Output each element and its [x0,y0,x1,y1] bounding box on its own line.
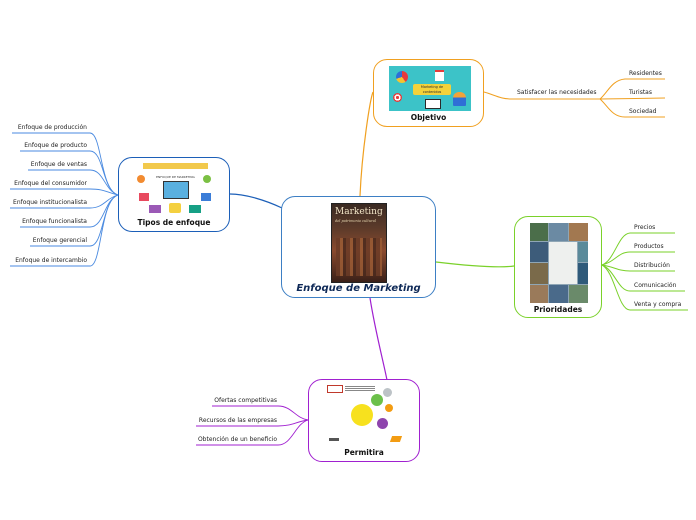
collage-tile-10 [569,285,588,303]
prioridades-child-venta: Venta y compra [634,301,681,309]
diagram-center-bubble [351,404,373,426]
collage-text-panel [549,242,577,284]
book-cover-subtitle: del patrimonio cultural [335,219,376,223]
link-tipos-4 [10,189,118,195]
calendar-icon [435,70,444,81]
link-central-prioridades [436,262,514,267]
prioridades-child-productos: Productos [634,243,664,251]
permitira-diagram-image [325,384,405,446]
tipos-child-8: Enfoque de intercambio [15,257,87,265]
marketing-contenidos-image: Marketing de contenidos [389,66,471,111]
tipos-child-4: Enfoque del consumidor [14,180,87,188]
permitira-child-1: Ofertas competitivas [214,397,277,405]
collage-tile-2 [549,223,568,241]
prioridades-child-distribucion: Distribución [634,262,670,270]
tipos-node[interactable]: ENFOQUE DE MARKETING Tipos de enfoque [118,157,230,232]
objetivo-child-residentes: Residentes [629,70,662,78]
infographic-icon-c [139,193,149,201]
infographic-header-text: ENFOQUE DE MARKETING [156,175,195,179]
collage-tile-9 [549,285,568,303]
prioridades-child-precios: Precios [634,224,655,232]
prioridades-child-comunicacion: Comunicación [634,282,676,290]
diagram-bubble-orange [385,404,393,412]
laptop-icon [425,99,441,109]
book-cover-title: Marketing [335,207,383,217]
objetivo-node[interactable]: Marketing de contenidos Objetivo [373,59,484,127]
diagram-bubble-gray [383,388,392,397]
infographic-icon-f [189,205,201,213]
people-icon [453,92,466,106]
diagram-footer-mark [390,436,402,442]
link-objetivo-branch [484,92,512,99]
infographic-icon-d [201,193,211,201]
infographic-header: ENFOQUE DE MARKETING [143,163,208,169]
contenidos-banner: Marketing de contenidos [413,84,451,95]
link-central-permitira [370,298,387,380]
book-cover-art [336,238,382,276]
objetivo-branch-label: Satisfacer las necesidades [517,89,597,97]
link-central-objetivo [360,92,373,196]
link-central-tipos [230,194,282,208]
pie-chart-icon [396,71,408,83]
prioridades-node[interactable]: Prioridades [514,216,602,318]
tipos-child-6: Enfoque funcionalista [22,218,87,226]
collage-tile-5 [578,242,588,262]
central-title: Enfoque de Marketing [282,283,435,294]
infographic-icon-a [137,175,145,183]
tipos-child-2: Enfoque de producto [24,142,87,150]
collage-tile-3 [569,223,588,241]
diagram-footer-text [329,438,339,441]
infographic-icon-b [203,175,211,183]
target-icon [393,93,402,102]
permitira-child-2: Recursos de las empresas [199,417,277,425]
infographic-icon-e [149,205,161,213]
tipos-child-7: Enfoque gerencial [33,237,87,245]
collage-tile-6 [530,263,548,284]
objetivo-child-turistas: Turistas [629,89,652,97]
objetivo-child-sociedad: Sociedad [629,108,656,116]
tipos-child-3: Enfoque de ventas [31,161,87,169]
contenidos-banner-text: Marketing de contenidos [413,84,451,95]
link-branch-turistas [600,98,665,99]
permitira-node[interactable]: Permitira [308,379,420,462]
diagram-bubble-green [371,394,383,406]
prioridades-collage-image [530,223,588,303]
book-cover-image: Marketing del patrimonio cultural [331,203,387,283]
infographic-icon-g [169,203,181,213]
collage-tile-1 [530,223,548,241]
link-tipos-2 [20,151,118,195]
tipos-child-5: Enfoque institucionalista [13,199,87,207]
objetivo-title: Objetivo [374,113,483,122]
collage-tile-7 [578,263,588,284]
tipos-infographic-image: ENFOQUE DE MARKETING [133,163,218,217]
collage-tile-8 [530,285,548,303]
tipos-title: Tipos de enfoque [119,218,229,227]
diagram-logo [327,385,343,393]
diagram-header-text [345,386,375,391]
central-node[interactable]: Marketing del patrimonio cultural Enfoqu… [281,196,436,298]
collage-tile-4 [530,242,548,262]
tipos-child-1: Enfoque de producción [18,124,87,132]
permitira-child-3: Obtención de un beneficio [198,436,277,444]
prioridades-title: Prioridades [515,305,601,314]
diagram-bubble-purple [377,418,388,429]
infographic-screen-icon [163,181,189,199]
permitira-title: Permitira [309,448,419,457]
